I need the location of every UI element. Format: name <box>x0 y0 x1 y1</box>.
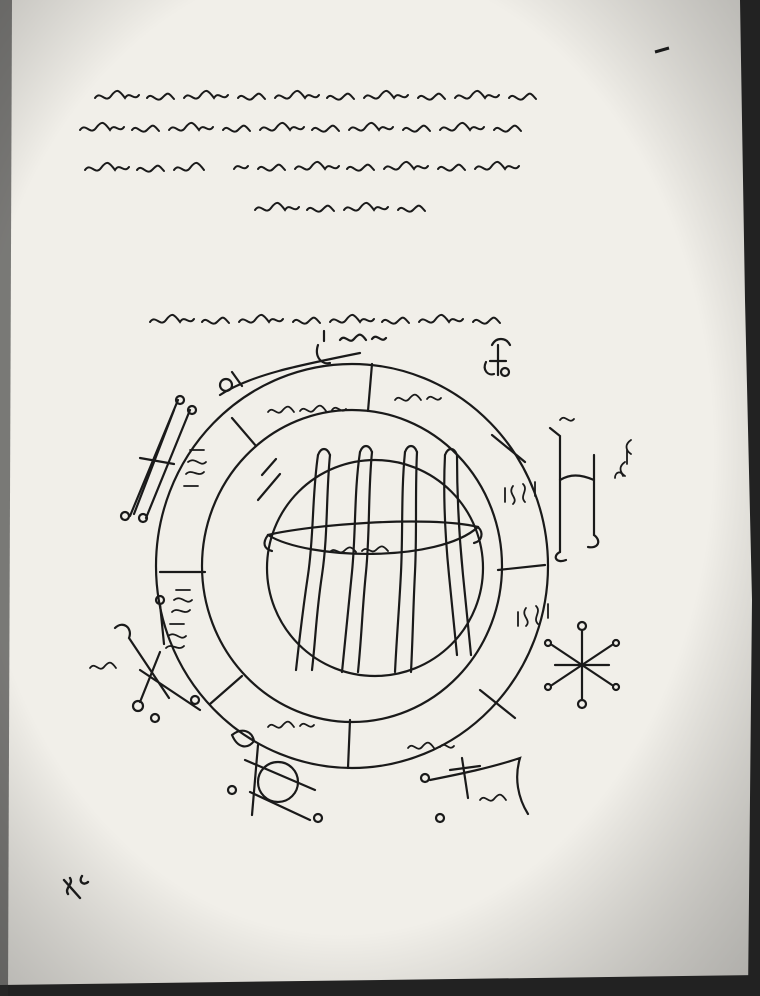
star-sigil-icon <box>543 620 621 710</box>
sigil-icon <box>113 329 621 824</box>
